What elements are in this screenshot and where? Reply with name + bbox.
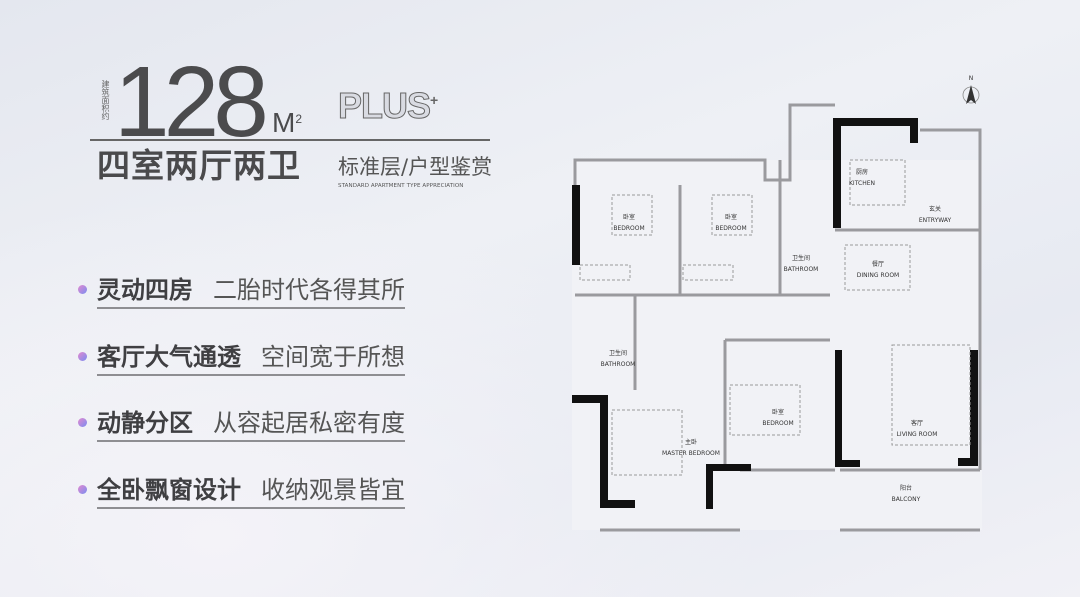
room-labels: 厨房 KITCHEN 玄关 ENTRYWAY 卧室 BEDROOM 卧室 BEDROOM… (601, 168, 952, 503)
room-en: BATHROOM (601, 361, 636, 368)
feature-bold: 灵动四房 (97, 276, 193, 304)
bullet-icon (78, 352, 87, 361)
plus-logo: PLUS+ (337, 80, 438, 126)
room-en: BALCONY (892, 496, 921, 503)
room-en: BATHROOM (784, 266, 819, 273)
room-cn: 厨房 (856, 168, 868, 176)
area-unit: M2 (272, 108, 302, 138)
bullet-icon (78, 418, 87, 427)
compass-label: N (969, 75, 974, 82)
plus-sup: + (430, 92, 438, 108)
furniture (579, 159, 971, 476)
room-en: ENTRYWAY (919, 217, 952, 224)
room-en: KITCHEN (849, 180, 875, 187)
feature-bold: 客厅大气通透 (97, 343, 241, 371)
plus-text: PLUS (337, 85, 431, 126)
room-cn: 卧室 (623, 213, 635, 221)
room-cn: 卫生间 (792, 254, 810, 262)
bullet-icon (78, 285, 87, 294)
room-cn: 阳台 (900, 484, 912, 492)
feature-text: 空间宽于所想 (261, 343, 405, 371)
feature-item: 灵动四房二胎时代各得其所 (78, 270, 452, 309)
area-label: 建筑面积约 (101, 80, 110, 120)
floor-plan: N 厨房 KITCHEN 玄关 ENTRYWAY 卧室 BEDROOM 卧室 BEDRO… (572, 75, 982, 532)
feature-item: 客厅大气通透空间宽于所想 (78, 337, 452, 376)
divider (90, 139, 490, 141)
room-cn: 主卧 (685, 438, 697, 446)
feature-item: 动静分区从容起居私密有度 (78, 403, 452, 442)
unit-sup: 2 (295, 112, 303, 126)
room-cn: 卧室 (725, 213, 737, 221)
feature-text: 从容起居私密有度 (213, 409, 405, 437)
compass: N (962, 75, 980, 104)
room-cn: 玄关 (929, 205, 941, 213)
feature-bold: 全卧飘窗设计 (97, 476, 241, 504)
room-en: MASTER BEDROOM (662, 450, 720, 457)
room-en: LIVING ROOM (897, 431, 938, 438)
room-en: BEDROOM (762, 420, 793, 427)
feature-text: 二胎时代各得其所 (213, 276, 405, 304)
room-cn: 餐厅 (872, 260, 884, 268)
feature-bold: 动静分区 (97, 409, 193, 437)
room-en: BEDROOM (613, 225, 644, 232)
standard-subtitle: STANDARD APARTMENT TYPE APPRECIATION (338, 183, 464, 189)
feature-item: 全卧飘窗设计收纳观景皆宜 (78, 470, 452, 509)
room-cn: 卫生间 (609, 349, 627, 357)
light-walls (572, 103, 982, 532)
room-cn: 卧室 (772, 408, 784, 416)
room-cn: 客厅 (911, 419, 923, 427)
feature-text: 收纳观景皆宜 (261, 476, 405, 504)
area-value: 128 (114, 46, 269, 158)
room-en: DINING ROOM (857, 272, 899, 279)
unit: M (272, 107, 296, 138)
bullet-icon (78, 485, 87, 494)
structural-walls (572, 118, 978, 509)
layout-title: 四室两厅两卫 (97, 146, 301, 185)
standard-title: 标准层/户型鉴赏 (338, 155, 493, 179)
room-en: BEDROOM (715, 225, 746, 232)
